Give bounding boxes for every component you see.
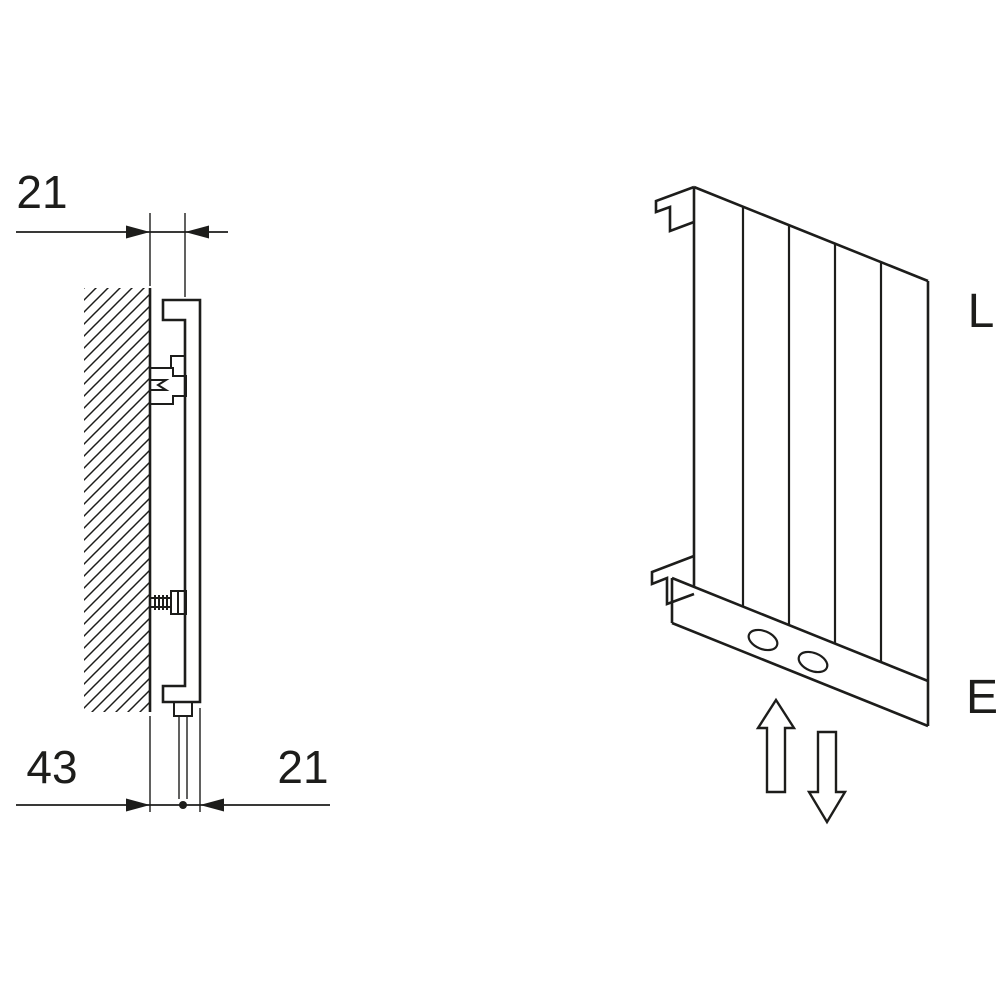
hanging-hook-line	[170, 355, 185, 368]
dim-point-marker	[179, 801, 187, 809]
lower-mounting-bracket	[151, 590, 187, 615]
top-rail-end	[654, 185, 695, 233]
connection-hole	[747, 628, 779, 652]
dim-arrow-left-icon	[185, 225, 209, 239]
perspective-view: L E	[650, 185, 998, 825]
radiator-body	[650, 185, 930, 728]
bottom-connection-stub	[173, 701, 193, 717]
connection-hole	[797, 650, 829, 674]
panel-profile-outline	[161, 298, 202, 704]
flow-down-arrow-icon	[806, 730, 848, 825]
radiator-side-profile	[161, 298, 202, 704]
bottom-rail-end	[650, 554, 695, 606]
dim-label-bottom-right: 21	[277, 741, 328, 793]
collector-bottom-edge	[671, 621, 929, 728]
dim-arrow-left-icon	[200, 798, 224, 812]
dimension-bottom: 43 21	[16, 708, 330, 812]
dimension-top: 21	[16, 166, 228, 297]
dim-label-bottom-left: 43	[26, 741, 77, 793]
radiator-top-edge	[693, 185, 929, 283]
upper-bracket-clip-spring	[151, 379, 170, 391]
dim-label-top: 21	[16, 166, 67, 218]
wall-hatching	[84, 288, 150, 712]
label-e: E	[966, 671, 998, 724]
label-l: L	[968, 285, 995, 338]
bottom-collector	[670, 576, 929, 728]
dim-arrow-right-icon	[126, 225, 150, 239]
side-view: 21 43 21	[16, 166, 330, 812]
dim-arrow-right-icon	[126, 798, 150, 812]
collector-top-edge	[671, 576, 929, 683]
upper-bracket-outline	[150, 367, 187, 405]
upper-mounting-bracket	[150, 367, 187, 405]
flow-up-arrow-icon	[755, 697, 797, 794]
